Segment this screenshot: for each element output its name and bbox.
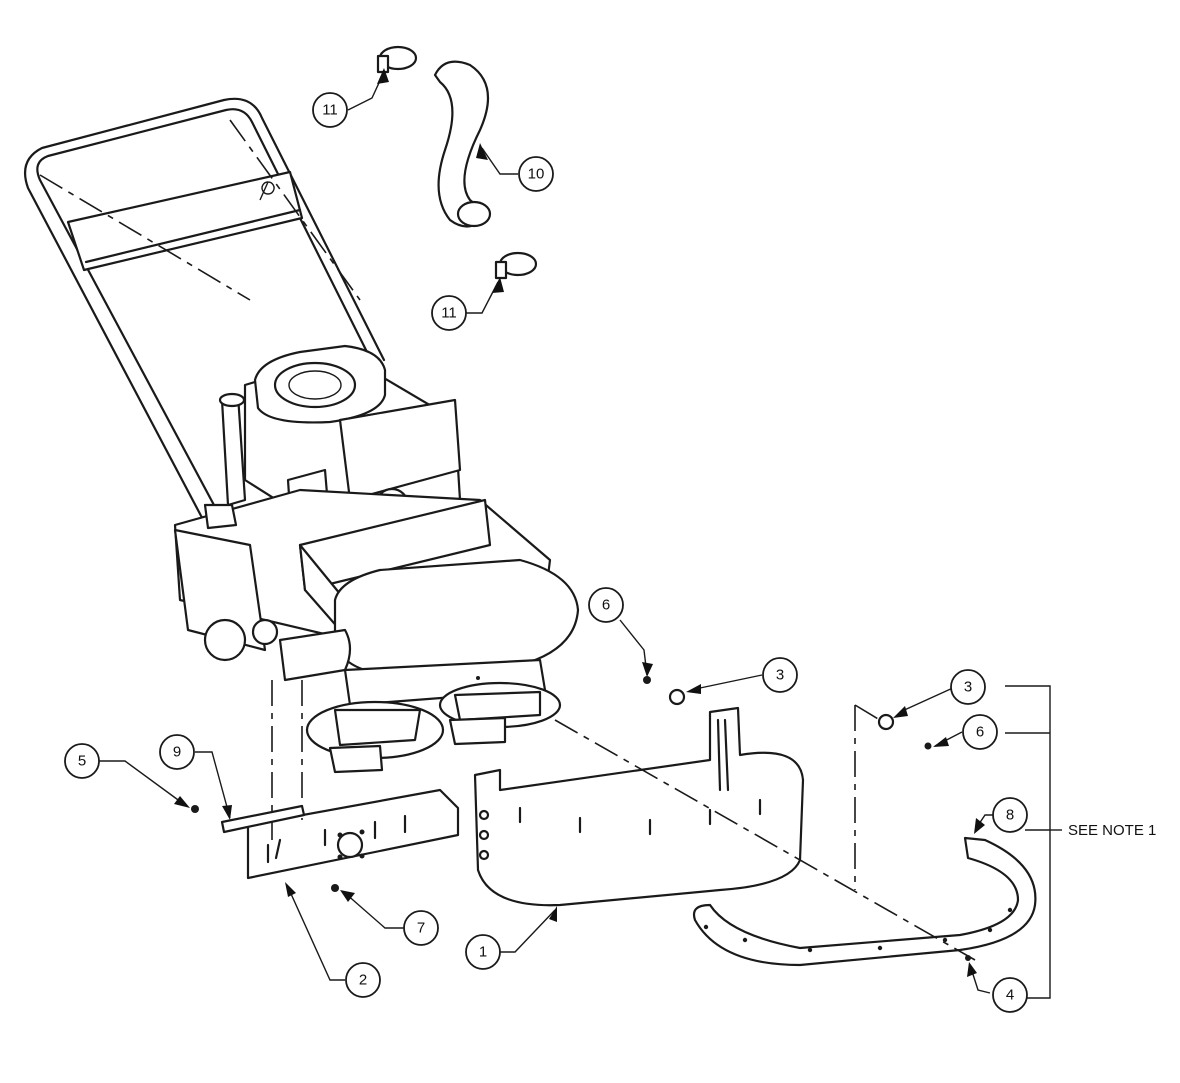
engine	[218, 344, 462, 542]
svg-text:6: 6	[602, 597, 610, 614]
svg-text:3: 3	[964, 679, 972, 696]
callout-10: 10	[518, 156, 554, 192]
part-2-plate	[246, 680, 460, 880]
part-1-guard	[473, 706, 805, 907]
see-note-label: SEE NOTE 1	[1068, 822, 1156, 839]
callout-6a: 6	[588, 587, 624, 623]
callout-1: 1	[465, 934, 501, 970]
part-6-bolt-b	[924, 742, 932, 750]
svg-text:9: 9	[173, 744, 181, 761]
callout-11b: 11	[431, 295, 467, 331]
svg-text:7: 7	[417, 920, 425, 937]
svg-text:8: 8	[1006, 807, 1014, 824]
part-8-bumper	[692, 836, 1037, 967]
part-11-clamp-bottom	[494, 251, 538, 280]
part-3-washer-b	[877, 713, 895, 731]
callout-3a: 3	[762, 657, 798, 693]
svg-text:2: 2	[359, 972, 367, 989]
part-10-hose	[433, 60, 492, 228]
svg-text:10: 10	[528, 166, 545, 183]
part-7-nut	[331, 884, 339, 892]
svg-text:1: 1	[479, 944, 487, 961]
handle-assembly	[24, 97, 386, 550]
part-9-bar	[191, 804, 306, 834]
callout-7: 7	[403, 910, 439, 946]
svg-text:4: 4	[1006, 987, 1014, 1004]
callout-11a: 11	[312, 92, 348, 128]
part-3-washer-a	[668, 688, 686, 706]
part-11-clamp-top	[376, 45, 418, 74]
part-6-bolt-a	[643, 676, 651, 684]
callout-9: 9	[159, 734, 195, 770]
svg-text:5: 5	[78, 753, 86, 770]
callout-4: 4	[992, 977, 1028, 1013]
svg-text:6: 6	[976, 724, 984, 741]
svg-text:11: 11	[441, 305, 457, 322]
callout-6b: 6	[962, 714, 998, 750]
deck	[173, 488, 580, 707]
svg-text:11: 11	[322, 102, 338, 119]
callout-8: 8	[992, 797, 1028, 833]
blade-assembly	[305, 681, 562, 774]
svg-text:3: 3	[776, 667, 784, 684]
callout-3b: 3	[950, 669, 986, 705]
callout-5: 5	[64, 743, 100, 779]
callout-2: 2	[345, 962, 381, 998]
